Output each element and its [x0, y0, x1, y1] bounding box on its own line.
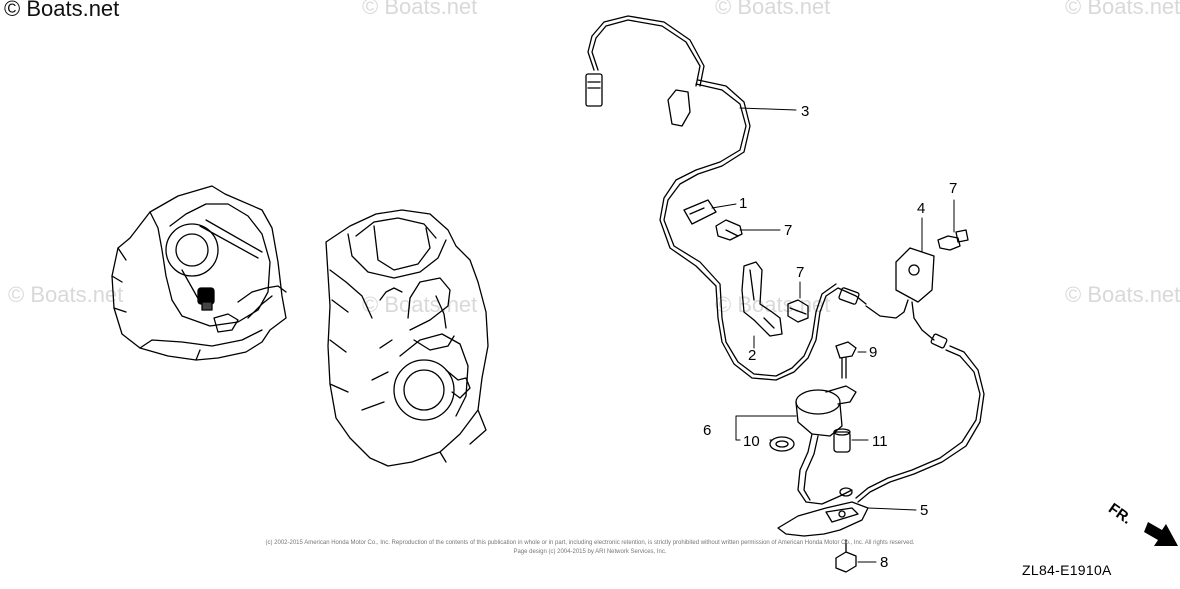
copyright-line: (c) 2002-2015 American Honda Motor Co., …	[265, 540, 915, 546]
bracket-part-2	[741, 261, 783, 337]
callout-6: 6	[703, 422, 712, 439]
callout-7: 7	[796, 264, 805, 281]
bolt-drawing	[937, 229, 969, 251]
bolt-part-9	[835, 341, 857, 379]
watermark-brand: © Boats.net	[4, 0, 120, 21]
callout-10: 10	[743, 433, 760, 450]
callout-2: 2	[748, 347, 757, 364]
bolt-drawing	[787, 299, 809, 323]
wire-harness-drawing	[585, 15, 867, 381]
crankcase-cover-drawing	[111, 185, 287, 361]
clip-part-1	[683, 199, 717, 225]
callout-4: 4	[917, 200, 926, 217]
callout-7: 7	[949, 180, 958, 197]
callout-3: 3	[801, 103, 810, 120]
bolt-drawing	[715, 219, 743, 241]
callout-1: 1	[739, 195, 748, 212]
bolt-part-8	[835, 539, 857, 573]
diagram-code: ZL84-E1910A	[1022, 562, 1112, 578]
solenoid-part-6	[795, 385, 857, 505]
leader-lines	[711, 107, 955, 563]
spacer-part-11	[833, 428, 851, 453]
copyright-line: Page design (c) 2004-2015 by ARI Network…	[513, 549, 667, 555]
callout-7: 7	[784, 222, 793, 239]
washer-part-10	[769, 436, 795, 452]
sensor-part-4	[855, 247, 985, 503]
bracket-part-5	[777, 501, 869, 537]
callout-5: 5	[920, 502, 929, 519]
engine-block-drawing	[325, 209, 489, 467]
callout-8: 8	[880, 554, 889, 571]
front-arrow-icon	[1144, 522, 1178, 546]
callout-11: 11	[872, 433, 888, 450]
callout-9: 9	[869, 344, 878, 361]
